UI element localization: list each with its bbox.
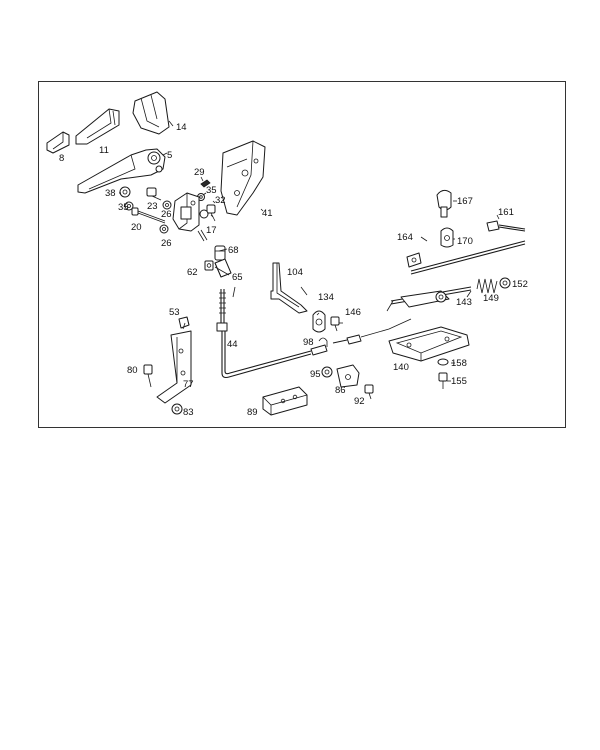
label-98: 98	[303, 337, 314, 348]
label-35-lower: 35	[118, 202, 129, 213]
part-83-nut	[171, 403, 183, 415]
part-149-spring	[476, 278, 498, 294]
part-68-cable-end	[214, 245, 226, 261]
part-20-long-bolt	[131, 207, 166, 224]
label-167: 167	[457, 196, 473, 207]
part-labels: 8 11 14 5 29 35 32 41 38 23 35 26 20 26 …	[59, 122, 528, 418]
part-95-nut	[321, 366, 333, 378]
label-80: 80	[127, 365, 138, 376]
label-149: 149	[483, 293, 499, 304]
label-86: 86	[335, 385, 346, 396]
part-89-channel-plate	[262, 386, 308, 416]
label-161: 161	[498, 207, 514, 218]
label-26-lower: 26	[161, 238, 172, 249]
part-158-washer	[437, 358, 449, 366]
label-83: 83	[183, 407, 194, 418]
label-17: 17	[206, 225, 217, 236]
part-143-linkage	[386, 286, 472, 312]
part-35-washer-lower	[124, 201, 134, 211]
label-65: 65	[232, 272, 243, 283]
label-62: 62	[187, 267, 198, 278]
label-38: 38	[105, 188, 116, 199]
label-89: 89	[247, 407, 258, 418]
label-152: 152	[512, 279, 528, 290]
part-161-rod	[486, 220, 526, 232]
label-29: 29	[194, 167, 205, 178]
label-20: 20	[131, 222, 142, 233]
label-8: 8	[59, 153, 64, 164]
label-32: 32	[215, 195, 226, 206]
label-14: 14	[176, 122, 187, 133]
part-26-spacer-lower	[159, 224, 169, 234]
part-146-bolt	[330, 316, 340, 332]
part-65-connector	[214, 258, 232, 278]
label-164: 164	[397, 232, 413, 243]
label-170: 170	[457, 236, 473, 247]
part-44-cable	[216, 289, 412, 379]
part-80-bolt	[143, 364, 153, 388]
label-158: 158	[451, 358, 467, 369]
label-53: 53	[169, 307, 180, 318]
selector-rod	[410, 240, 526, 275]
part-14-cover	[132, 91, 170, 135]
part-167-clamp	[436, 189, 452, 218]
label-41: 41	[262, 208, 273, 219]
label-77: 77	[183, 379, 194, 390]
label-143: 143	[456, 297, 472, 308]
part-86-mount	[336, 364, 360, 388]
part-38-nut	[119, 186, 131, 198]
part-140-tray	[388, 326, 470, 362]
part-62-nut	[204, 260, 214, 271]
label-95: 95	[310, 369, 321, 380]
label-5: 5	[167, 150, 172, 161]
part-53-clip	[178, 316, 190, 329]
part-170-clip	[440, 227, 454, 248]
part-41-bracket-plate	[220, 140, 266, 216]
label-26-upper: 26	[161, 209, 172, 220]
label-92: 92	[354, 396, 365, 407]
label-104: 104	[287, 267, 303, 278]
label-140: 140	[393, 362, 409, 373]
part-92-bolt	[364, 384, 374, 400]
central-bracket-assembly	[172, 192, 209, 232]
part-17-pin	[197, 229, 208, 242]
label-44: 44	[227, 339, 238, 350]
part-134-clamp	[312, 310, 326, 333]
label-146: 146	[345, 307, 361, 318]
exploded-parts-diagram: 8 11 14 5 29 35 32 41 38 23 35 26 20 26 …	[46, 91, 528, 418]
part-23-bolt	[146, 187, 162, 201]
part-104-support-arm	[270, 262, 308, 314]
part-5-pedal-arm	[77, 148, 166, 194]
part-77-bracket	[156, 330, 192, 404]
part-155-bolt	[438, 372, 448, 389]
part-11-lever-arm	[75, 108, 120, 145]
label-134: 134	[318, 292, 334, 303]
part-164-bracket	[406, 252, 422, 268]
diagram-frame: 8 11 14 5 29 35 32 41 38 23 35 26 20 26 …	[38, 81, 566, 428]
part-29-pin	[200, 179, 211, 188]
label-68: 68	[228, 245, 239, 256]
part-98-clip	[318, 337, 328, 347]
label-35-upper: 35	[206, 185, 217, 196]
part-26-spacer-upper	[162, 200, 172, 210]
label-155: 155	[451, 376, 467, 387]
leader-lines	[119, 120, 500, 382]
label-11: 11	[99, 145, 109, 156]
part-8-end-cap	[46, 131, 70, 154]
part-152-washer	[499, 277, 511, 289]
label-23: 23	[147, 201, 158, 212]
